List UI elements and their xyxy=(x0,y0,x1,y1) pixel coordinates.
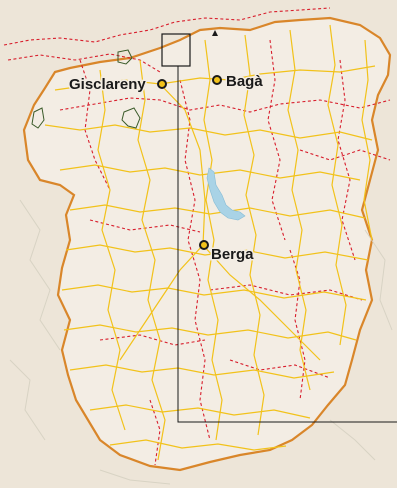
inset-frame-lines xyxy=(177,66,397,423)
track xyxy=(287,29,311,391)
track xyxy=(137,59,166,461)
footpaths xyxy=(9,199,393,485)
municipal-border xyxy=(337,59,356,261)
track xyxy=(89,404,311,419)
track xyxy=(44,124,373,141)
municipal-border xyxy=(89,219,201,233)
protected-area xyxy=(117,49,133,65)
track xyxy=(61,284,367,301)
track xyxy=(119,244,204,361)
track xyxy=(69,204,366,219)
track xyxy=(159,83,206,246)
town-label-gisclareny: Gisclareny xyxy=(69,76,146,93)
track xyxy=(59,164,361,181)
municipal-border xyxy=(289,249,306,401)
track xyxy=(65,244,369,261)
municipal-border xyxy=(149,399,161,466)
track xyxy=(202,244,321,361)
municipal-border xyxy=(179,79,211,441)
protected-area xyxy=(121,107,141,129)
protected-area xyxy=(31,107,45,129)
town-label-berga: Berga xyxy=(211,246,254,263)
track xyxy=(69,364,335,379)
track xyxy=(203,39,223,441)
municipal-border xyxy=(3,7,331,46)
town-marker-baga[interactable] xyxy=(212,75,222,85)
track-network xyxy=(44,24,376,461)
track xyxy=(243,34,265,436)
town-marker-berga[interactable] xyxy=(199,240,209,250)
track xyxy=(63,324,357,341)
municipal-border xyxy=(7,53,161,73)
track xyxy=(109,439,287,451)
reservoir xyxy=(206,167,246,221)
footpath xyxy=(364,229,393,331)
footpath xyxy=(9,359,46,441)
track xyxy=(97,69,126,431)
north-marker xyxy=(212,30,218,36)
municipal-border xyxy=(209,284,363,301)
town-label-baga: Bagà xyxy=(226,73,263,90)
protected-areas xyxy=(31,49,141,129)
footpath xyxy=(99,469,171,485)
track xyxy=(361,39,373,241)
footpath xyxy=(329,419,376,461)
footpath xyxy=(19,199,61,351)
municipal-border xyxy=(79,59,111,191)
municipal-border xyxy=(267,39,286,241)
inset-frame-box xyxy=(161,33,191,67)
track xyxy=(327,24,347,346)
town-marker-gisclareny[interactable] xyxy=(157,79,167,89)
municipal-borders xyxy=(3,7,391,466)
municipal-border xyxy=(299,149,391,161)
